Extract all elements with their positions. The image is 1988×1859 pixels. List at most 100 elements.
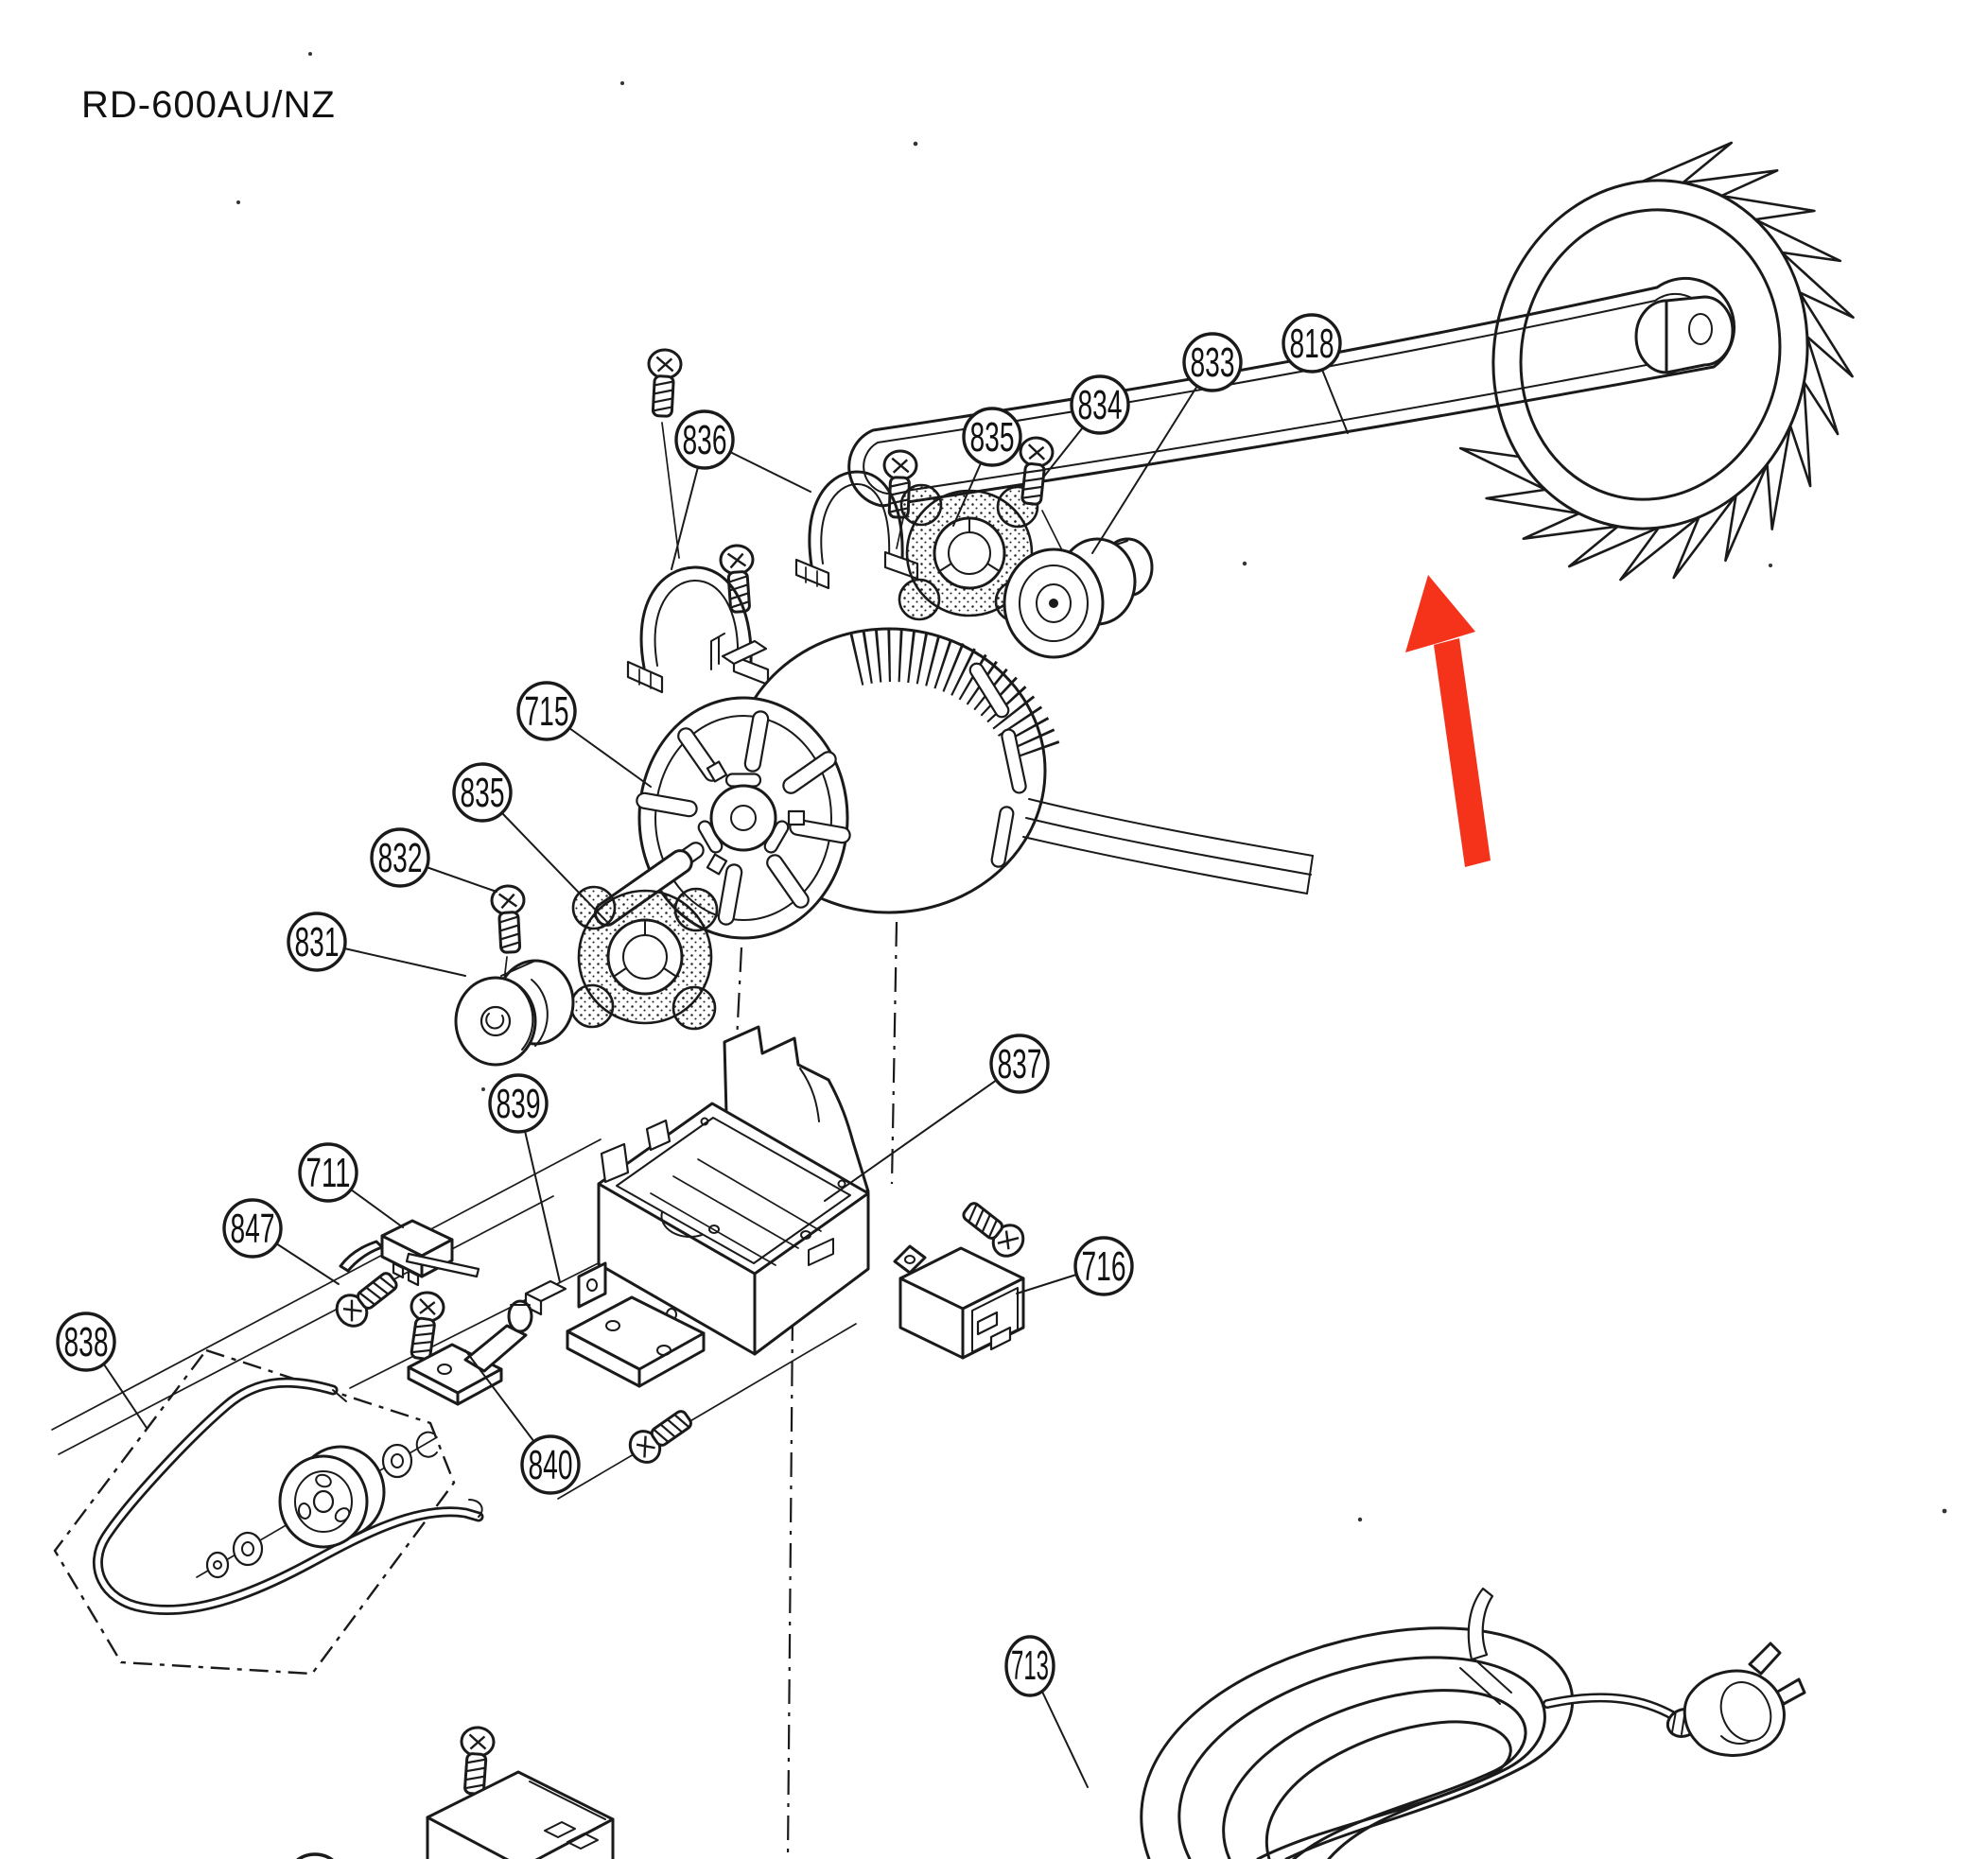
base-tab [645, 1119, 671, 1152]
highlight-arrow [1405, 575, 1491, 867]
fan-ring-outer [1491, 179, 1809, 530]
callout-number: 847 [231, 1206, 275, 1252]
idler-clip [415, 1431, 438, 1458]
idler-washer [205, 1551, 230, 1579]
callout-833: 833 [1091, 332, 1243, 554]
base-tab [600, 1142, 630, 1184]
callout-715: 715 [516, 681, 652, 788]
callout-leader [1042, 426, 1084, 478]
callout-number: 716 [1082, 1243, 1126, 1290]
fan-fin-icon [1724, 463, 1769, 563]
motor-lug [706, 853, 728, 876]
fan-fin-icon [1721, 194, 1816, 221]
fan-fin-icon [1619, 515, 1700, 582]
plug-prong [1748, 1642, 1782, 1676]
arrow-head [1405, 575, 1475, 652]
coupling-bore-outer [606, 918, 684, 996]
motor-lug [787, 809, 806, 826]
callout-number: 835 [970, 414, 1015, 460]
mount-bracket-839 [524, 1261, 706, 1388]
callout-number: 836 [683, 417, 727, 463]
idler-dashed-outline [53, 1348, 456, 1676]
motor-lug [706, 760, 728, 783]
callout-835-left: 835 [452, 762, 606, 921]
axis-idler-line-b [58, 1195, 554, 1455]
base-inner-rim [616, 1117, 851, 1264]
callout-leader [350, 1189, 404, 1228]
fan-fin-icon [1485, 488, 1579, 515]
hold-down-bracket-840 [403, 1289, 533, 1406]
callouts: 836 835 834 833 818 715 [56, 313, 1349, 1788]
callout-837: 837 [824, 1034, 1050, 1202]
callout-leader [824, 1079, 998, 1202]
callout-number: 834 [1078, 382, 1123, 428]
axis-motor-to-base-right [890, 921, 898, 1185]
callout-leader [501, 812, 606, 921]
cord-tail [1543, 1693, 1679, 1721]
coupling-bore-outer [933, 516, 1006, 590]
bracket-rear-tab [577, 1261, 607, 1309]
strap-foot [626, 660, 664, 694]
callout-847: 847 [222, 1198, 340, 1285]
idler-washer [232, 1531, 264, 1567]
motor-strap-left [626, 565, 770, 694]
fan-fin-icon [1641, 141, 1734, 184]
callout-leader [952, 462, 982, 527]
callout-leader [524, 1130, 561, 1283]
callout-713: 713 [1004, 1635, 1089, 1788]
coupling-upper [898, 483, 1039, 623]
motor [593, 627, 1314, 940]
callout-leader [103, 1364, 148, 1429]
callout-711: 711 [298, 1142, 404, 1228]
callout-leader [1041, 1691, 1089, 1788]
idler-tension-rod [92, 1377, 484, 1615]
axis-bracket-line [349, 1240, 644, 1389]
callout-leader [1091, 385, 1198, 554]
motor-front-ring [654, 715, 832, 921]
fan-fins [1458, 141, 1855, 582]
relay-terminal [976, 1311, 999, 1336]
wire-clip [710, 633, 768, 670]
callout-number: 713 [1011, 1642, 1049, 1689]
relay-socket [971, 1287, 1019, 1353]
fan-fin-icon [1567, 525, 1660, 568]
callout-leader [275, 1242, 340, 1285]
axis-idler-line-a [51, 1138, 602, 1431]
relay-terminal [989, 1326, 1012, 1351]
callout-number: 715 [525, 688, 569, 735]
callout-836: 836 [671, 409, 811, 570]
callout-834: 834 [1042, 374, 1130, 478]
idler-pulley [278, 1445, 386, 1549]
relay-body [898, 1246, 1025, 1360]
callout-number: 840 [529, 1442, 573, 1488]
fan-fin-icon [1803, 337, 1840, 436]
pulley-831 [454, 959, 575, 1067]
callout-835-upper: 835 [952, 407, 1022, 527]
base-body [597, 1102, 870, 1356]
micro-switch-711 [339, 1219, 480, 1287]
switch-arm [405, 1252, 480, 1278]
callout-number: 833 [1191, 339, 1235, 386]
callout-number: 835 [461, 770, 505, 816]
base-slot [808, 1238, 834, 1266]
fan-fin-icon [1798, 291, 1854, 378]
relay-716 [893, 1194, 1031, 1360]
blower-wheel [1458, 141, 1855, 582]
motor-rear-vent [990, 806, 1015, 868]
fan-fin-icon [1788, 382, 1812, 488]
callout-839: 839 [488, 1073, 561, 1283]
screw-guide-line-1 [661, 422, 680, 559]
motor-lead-wires [1022, 798, 1314, 895]
callout-number: 838 [64, 1319, 109, 1365]
callout-832: 832 [370, 827, 497, 893]
callout-number: 818 [1290, 321, 1334, 367]
power-plug [1665, 1642, 1806, 1757]
motor-center-boss [709, 784, 777, 852]
print-specks [236, 52, 1947, 1522]
strap-foot [794, 558, 830, 590]
bracket-roll [507, 1299, 533, 1333]
axis-screw-line [557, 1323, 857, 1500]
callout-number: 711 [306, 1150, 351, 1196]
motor-rear-vent [1001, 728, 1027, 794]
